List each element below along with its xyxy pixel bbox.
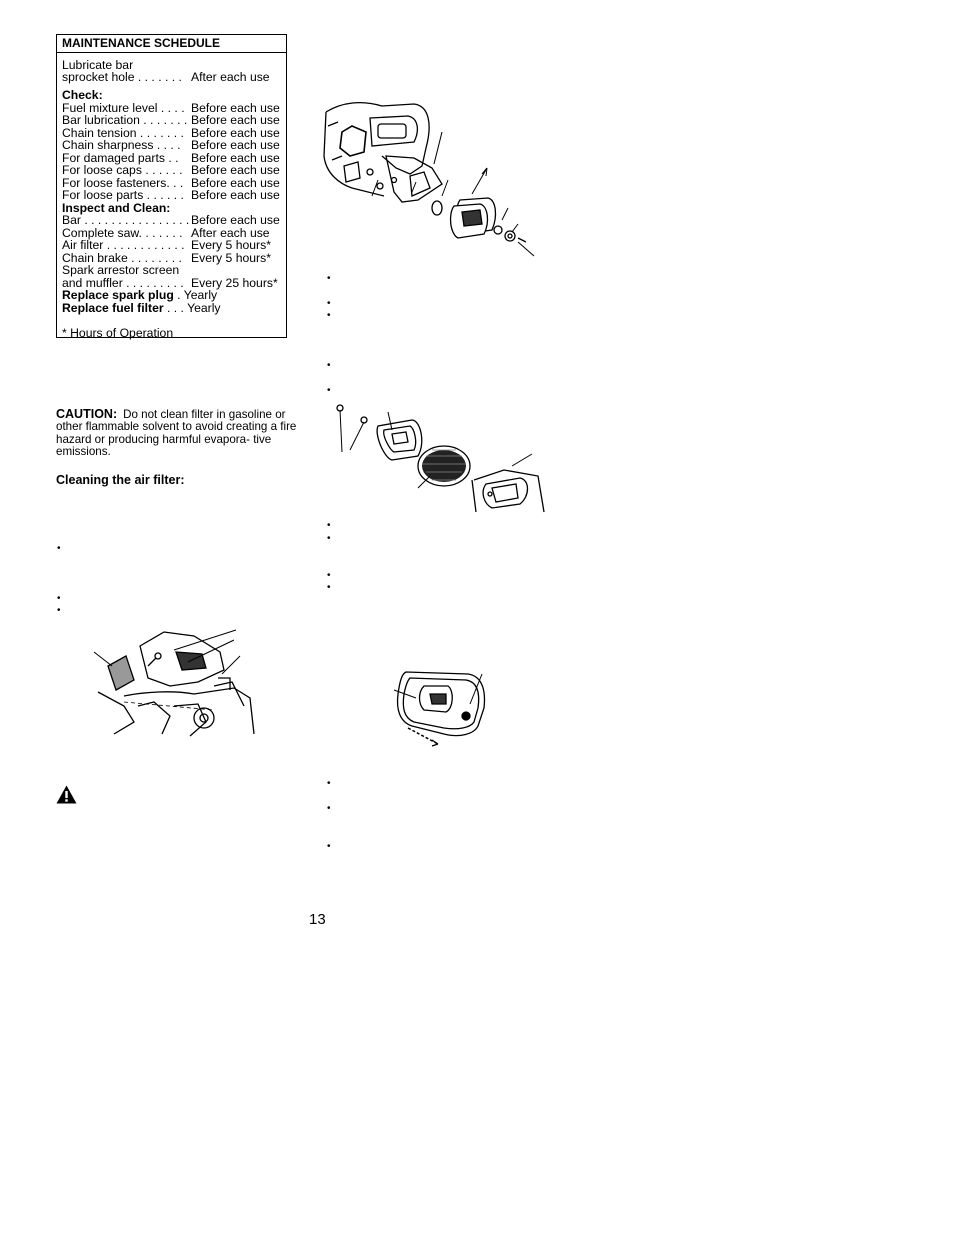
schedule-row: Chain sharpness . . . .Before each use: [62, 138, 280, 152]
bullet: •: [327, 570, 331, 581]
schedule-row: For loose parts . . . . . .Before each u…: [62, 188, 280, 202]
schedule-row: and muffler . . . . . . . . .Every 25 ho…: [62, 275, 278, 290]
warning-icon: [56, 785, 77, 804]
bullet: •: [57, 543, 61, 554]
schedule-row: Air filter . . . . . . . . . . . .Every …: [62, 238, 271, 252]
bullet: •: [327, 803, 331, 814]
caution-label: CAUTION:: [56, 407, 118, 421]
schedule-row: For damaged parts . .Before each use: [62, 150, 280, 165]
schedule-row: Chain brake . . . . . . . .Every 5 hours…: [62, 250, 271, 265]
air-filter-exploded-illustration: [336, 404, 545, 513]
schedule-row: sprocket hole . . . . . . .After each us…: [62, 70, 270, 84]
bullet: •: [57, 605, 61, 616]
bullet: •: [327, 273, 331, 284]
caution-paragraph: CAUTION:Do not clean filter in gasoline …: [56, 408, 300, 459]
schedule-row: Spark arrestor screen: [62, 263, 180, 277]
bullet: •: [327, 533, 331, 544]
schedule-footnote: * Hours of Operation: [62, 325, 174, 340]
bullet: •: [327, 310, 331, 321]
cleaning-air-filter-heading: Cleaning the air filter:: [56, 473, 185, 487]
chainsaw-air-filter-cover-illustration: [93, 629, 255, 737]
schedule-row: For loose caps . . . . . .Before each us…: [62, 163, 280, 177]
bullet: •: [327, 385, 331, 396]
schedule-row: Fuel mixture level . . . .Before each us…: [62, 100, 280, 115]
muffler-exploded-illustration: [323, 101, 535, 257]
schedule-row: Bar . . . . . . . . . . . . . . . .Befor…: [62, 213, 280, 227]
schedule-section-check: Check:: [62, 88, 103, 102]
page-number: 13: [309, 911, 326, 928]
schedule-row-spark-plug: Replace spark plug . Yearly: [62, 288, 218, 302]
schedule-row: Bar lubrication . . . . . . .Before each…: [62, 113, 280, 127]
schedule-row: Complete saw. . . . . . .After each use: [62, 225, 270, 240]
bullet: •: [327, 360, 331, 371]
schedule-row: For loose fasteners. . .Before each use: [62, 175, 280, 190]
bullet: •: [327, 582, 331, 593]
bullet: •: [327, 298, 331, 309]
schedule-section-inspect: Inspect and Clean:: [62, 200, 171, 215]
air-filter-cover-detail-illustration: [393, 671, 486, 747]
schedule-title: MAINTENANCE SCHEDULE: [57, 35, 286, 53]
bullet: •: [327, 520, 331, 531]
bullet: •: [327, 778, 331, 789]
schedule-row: Chain tension . . . . . . .Before each u…: [62, 125, 280, 140]
bullet: •: [57, 593, 61, 604]
maintenance-schedule-box: MAINTENANCE SCHEDULE Lubricate bar sproc…: [56, 34, 287, 340]
bullet: •: [327, 841, 331, 852]
schedule-row-fuel-filter: Replace fuel filter . . . Yearly: [62, 300, 221, 315]
caution-text: Do not clean filter in gasoline or other…: [56, 408, 297, 459]
schedule-row: Lubricate bar: [62, 58, 134, 72]
